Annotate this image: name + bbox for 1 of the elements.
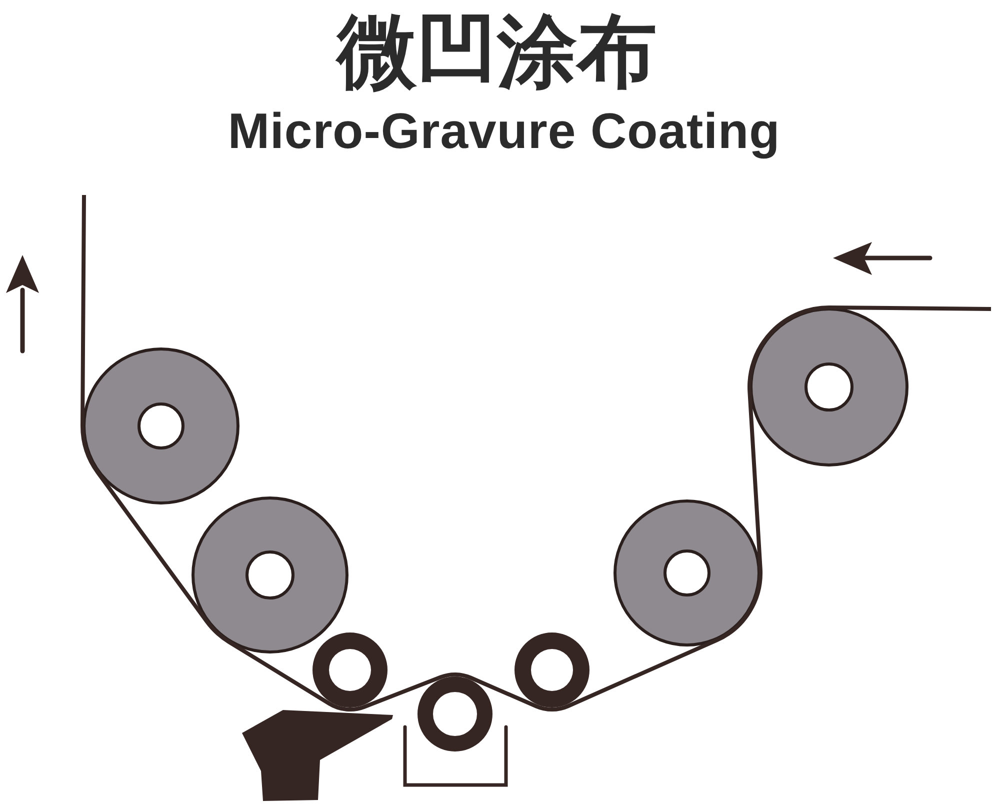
title: 微凹涂布 (337, 12, 657, 92)
